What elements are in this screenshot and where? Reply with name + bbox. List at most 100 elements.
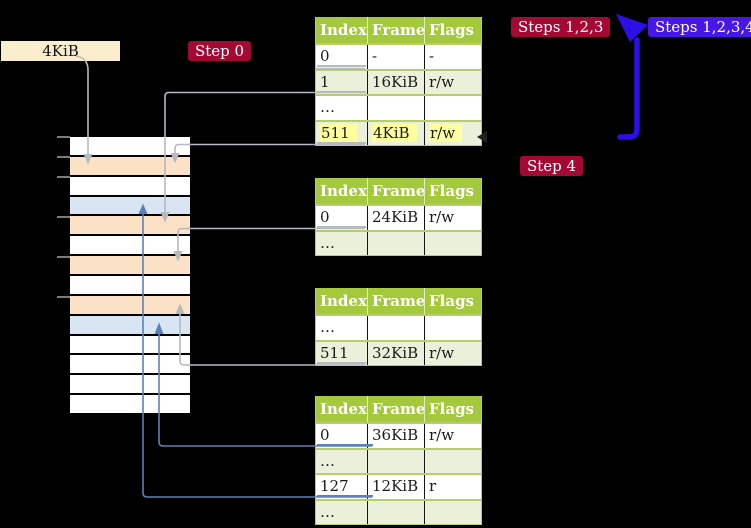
page-table-3-row-0: … xyxy=(316,314,481,340)
memory-frame-row-5 xyxy=(70,236,190,255)
big-blue-loop-arrow xyxy=(617,37,640,140)
memory-frame-row-3 xyxy=(70,196,190,215)
page-table-1-row-0-flags: - xyxy=(424,45,480,69)
header-flags: Flags xyxy=(424,396,480,422)
tick-mark xyxy=(57,296,70,298)
highlighted-value: 4KiB xyxy=(372,123,417,142)
memory-frame-row-1 xyxy=(70,156,190,175)
page-table-1-row-2: … xyxy=(316,94,481,120)
entry-underline xyxy=(317,495,373,497)
page-table-1-row-2-flags xyxy=(424,96,480,120)
memory-frame-row-6 xyxy=(70,256,190,274)
page-table-4-row-3-flags xyxy=(424,500,480,524)
page-table-2-row-1-flags xyxy=(424,231,480,255)
page-table-1-row-3: 511 4KiB r/w xyxy=(316,119,481,145)
memory-frame-row-10 xyxy=(70,335,190,354)
page-table-4-row-3-index: … xyxy=(320,502,335,521)
page-table-3-row-1-frame: 32KiB xyxy=(367,341,424,365)
page-table-3-row-0-frame xyxy=(367,316,424,340)
page-table-4-row-3: … xyxy=(316,498,481,524)
entry-underline xyxy=(317,65,366,67)
page-table-1-row-3-frame: 4KiB xyxy=(367,121,424,145)
page-table-1-row-2-frame xyxy=(367,96,424,120)
physical-memory-strip xyxy=(70,137,190,417)
memory-frame-row-8 xyxy=(70,295,190,314)
header-index: Index xyxy=(320,400,367,418)
memory-frame-row-0 xyxy=(70,137,190,155)
steps1234-badge: Steps 1,2,3,4 xyxy=(648,17,751,37)
page-table-4-row-0-frame: 36KiB xyxy=(367,424,424,448)
memory-frame-row-2 xyxy=(70,176,190,195)
page-table-1-row-1-index: 1 xyxy=(320,72,330,91)
page-table-4-row-2-frame: 12KiB xyxy=(367,475,424,499)
tick-mark xyxy=(57,216,70,218)
header-frame: Frame xyxy=(367,396,424,422)
header-frame: Frame xyxy=(367,178,424,204)
page-table-1-row-0-index: 0 xyxy=(320,47,330,65)
page-table-1-row-3-flags: r/w xyxy=(424,121,480,145)
entry-underline xyxy=(317,226,366,228)
header-index: Index xyxy=(320,21,367,39)
memory-frame-row-12 xyxy=(70,375,190,394)
page-table-1-row-2-index: … xyxy=(320,98,335,116)
frame-size-label: 4KiB xyxy=(1,41,120,61)
header-index: Index xyxy=(320,292,367,310)
page-table-4-row-3-frame xyxy=(367,500,424,524)
header-flags: Flags xyxy=(424,288,480,314)
page-table-1-row-1-frame: 16KiB xyxy=(367,70,424,94)
page-table-2-row-1-frame xyxy=(367,231,424,255)
highlighted-value: 511 xyxy=(320,123,357,142)
tick-mark xyxy=(57,256,70,258)
tick-mark xyxy=(57,176,70,178)
page-table-1-row-1-flags: r/w xyxy=(424,70,480,94)
memory-frame-row-11 xyxy=(70,355,190,374)
header-index: Index xyxy=(320,182,367,200)
page-table-3-row-1-flags: r/w xyxy=(424,341,480,365)
page-table-4-row-1-flags xyxy=(424,449,480,473)
page-table-4-row-0-flags: r/w xyxy=(424,424,480,448)
page-table-3-row-0-index: … xyxy=(320,318,335,336)
page-table-4-row-1: … xyxy=(316,447,481,473)
page-table-2-row-0-frame: 24KiB xyxy=(367,206,424,230)
page-table-4-row-1-index: … xyxy=(320,451,335,470)
page-table-2-row-0-flags: r/w xyxy=(424,206,480,230)
page-table-3-row-0-flags xyxy=(424,316,480,340)
tick-mark xyxy=(57,136,70,138)
step0-badge: Step 0 xyxy=(188,41,252,61)
entry-underline xyxy=(317,90,366,93)
memory-frame-row-13 xyxy=(70,395,190,413)
step4-badge: Step 4 xyxy=(520,156,584,176)
memory-frame-row-4 xyxy=(70,216,190,235)
page-table-1-row-0-frame: - xyxy=(367,45,424,69)
page-table-1-row-0: 0 -- xyxy=(316,43,481,69)
memory-frame-row-7 xyxy=(70,275,190,294)
page-table-4-row-2-flags: r xyxy=(424,475,480,499)
entry-underline xyxy=(317,444,373,446)
header-flags: Flags xyxy=(424,178,480,204)
tick-mark xyxy=(57,156,70,158)
highlighted-value: r/w xyxy=(429,123,463,142)
header-frame: Frame xyxy=(367,288,424,314)
steps123-badge: Steps 1,2,3 xyxy=(511,17,611,37)
memory-frame-row-9 xyxy=(70,315,190,334)
big-blue-arrowhead xyxy=(616,14,648,42)
entry-underline xyxy=(317,361,366,364)
header-frame: Frame xyxy=(367,17,424,43)
header-flags: Flags xyxy=(424,17,480,43)
page-table-2-row-1: … xyxy=(316,229,481,255)
entry-underline xyxy=(317,141,366,144)
